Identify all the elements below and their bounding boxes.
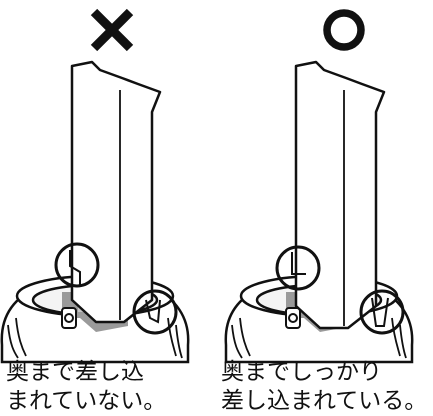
peg-right bbox=[285, 307, 301, 329]
zoom-circle-bottom-left bbox=[132, 289, 178, 335]
caption-incorrect: 奥まで差し込 まれていない。 bbox=[6, 358, 166, 416]
peg-left bbox=[61, 307, 77, 329]
rim-ridges-left bbox=[7, 317, 183, 359]
rim-ridges-right bbox=[231, 317, 407, 359]
correct-o-mark bbox=[323, 9, 365, 51]
filter-sheet-right bbox=[294, 60, 386, 330]
correct-example bbox=[224, 9, 414, 364]
caption-incorrect-line1: 奥まで差し込 bbox=[6, 359, 144, 385]
zoom-circle-top-left bbox=[54, 242, 100, 288]
zoom-circle-bottom-right bbox=[359, 289, 405, 335]
zoom-circle-top-right bbox=[275, 245, 321, 291]
incorrect-x-mark bbox=[90, 8, 134, 52]
caption-correct-line2: 差し込まれている。 bbox=[221, 388, 428, 414]
caption-correct-line1: 奥までしっかり bbox=[221, 359, 382, 385]
filter-sheet-left bbox=[70, 60, 162, 324]
caption-correct: 奥までしっかり 差し込まれている。 bbox=[221, 358, 427, 416]
caption-incorrect-line2: まれていない。 bbox=[6, 388, 167, 414]
incorrect-example bbox=[0, 8, 190, 364]
